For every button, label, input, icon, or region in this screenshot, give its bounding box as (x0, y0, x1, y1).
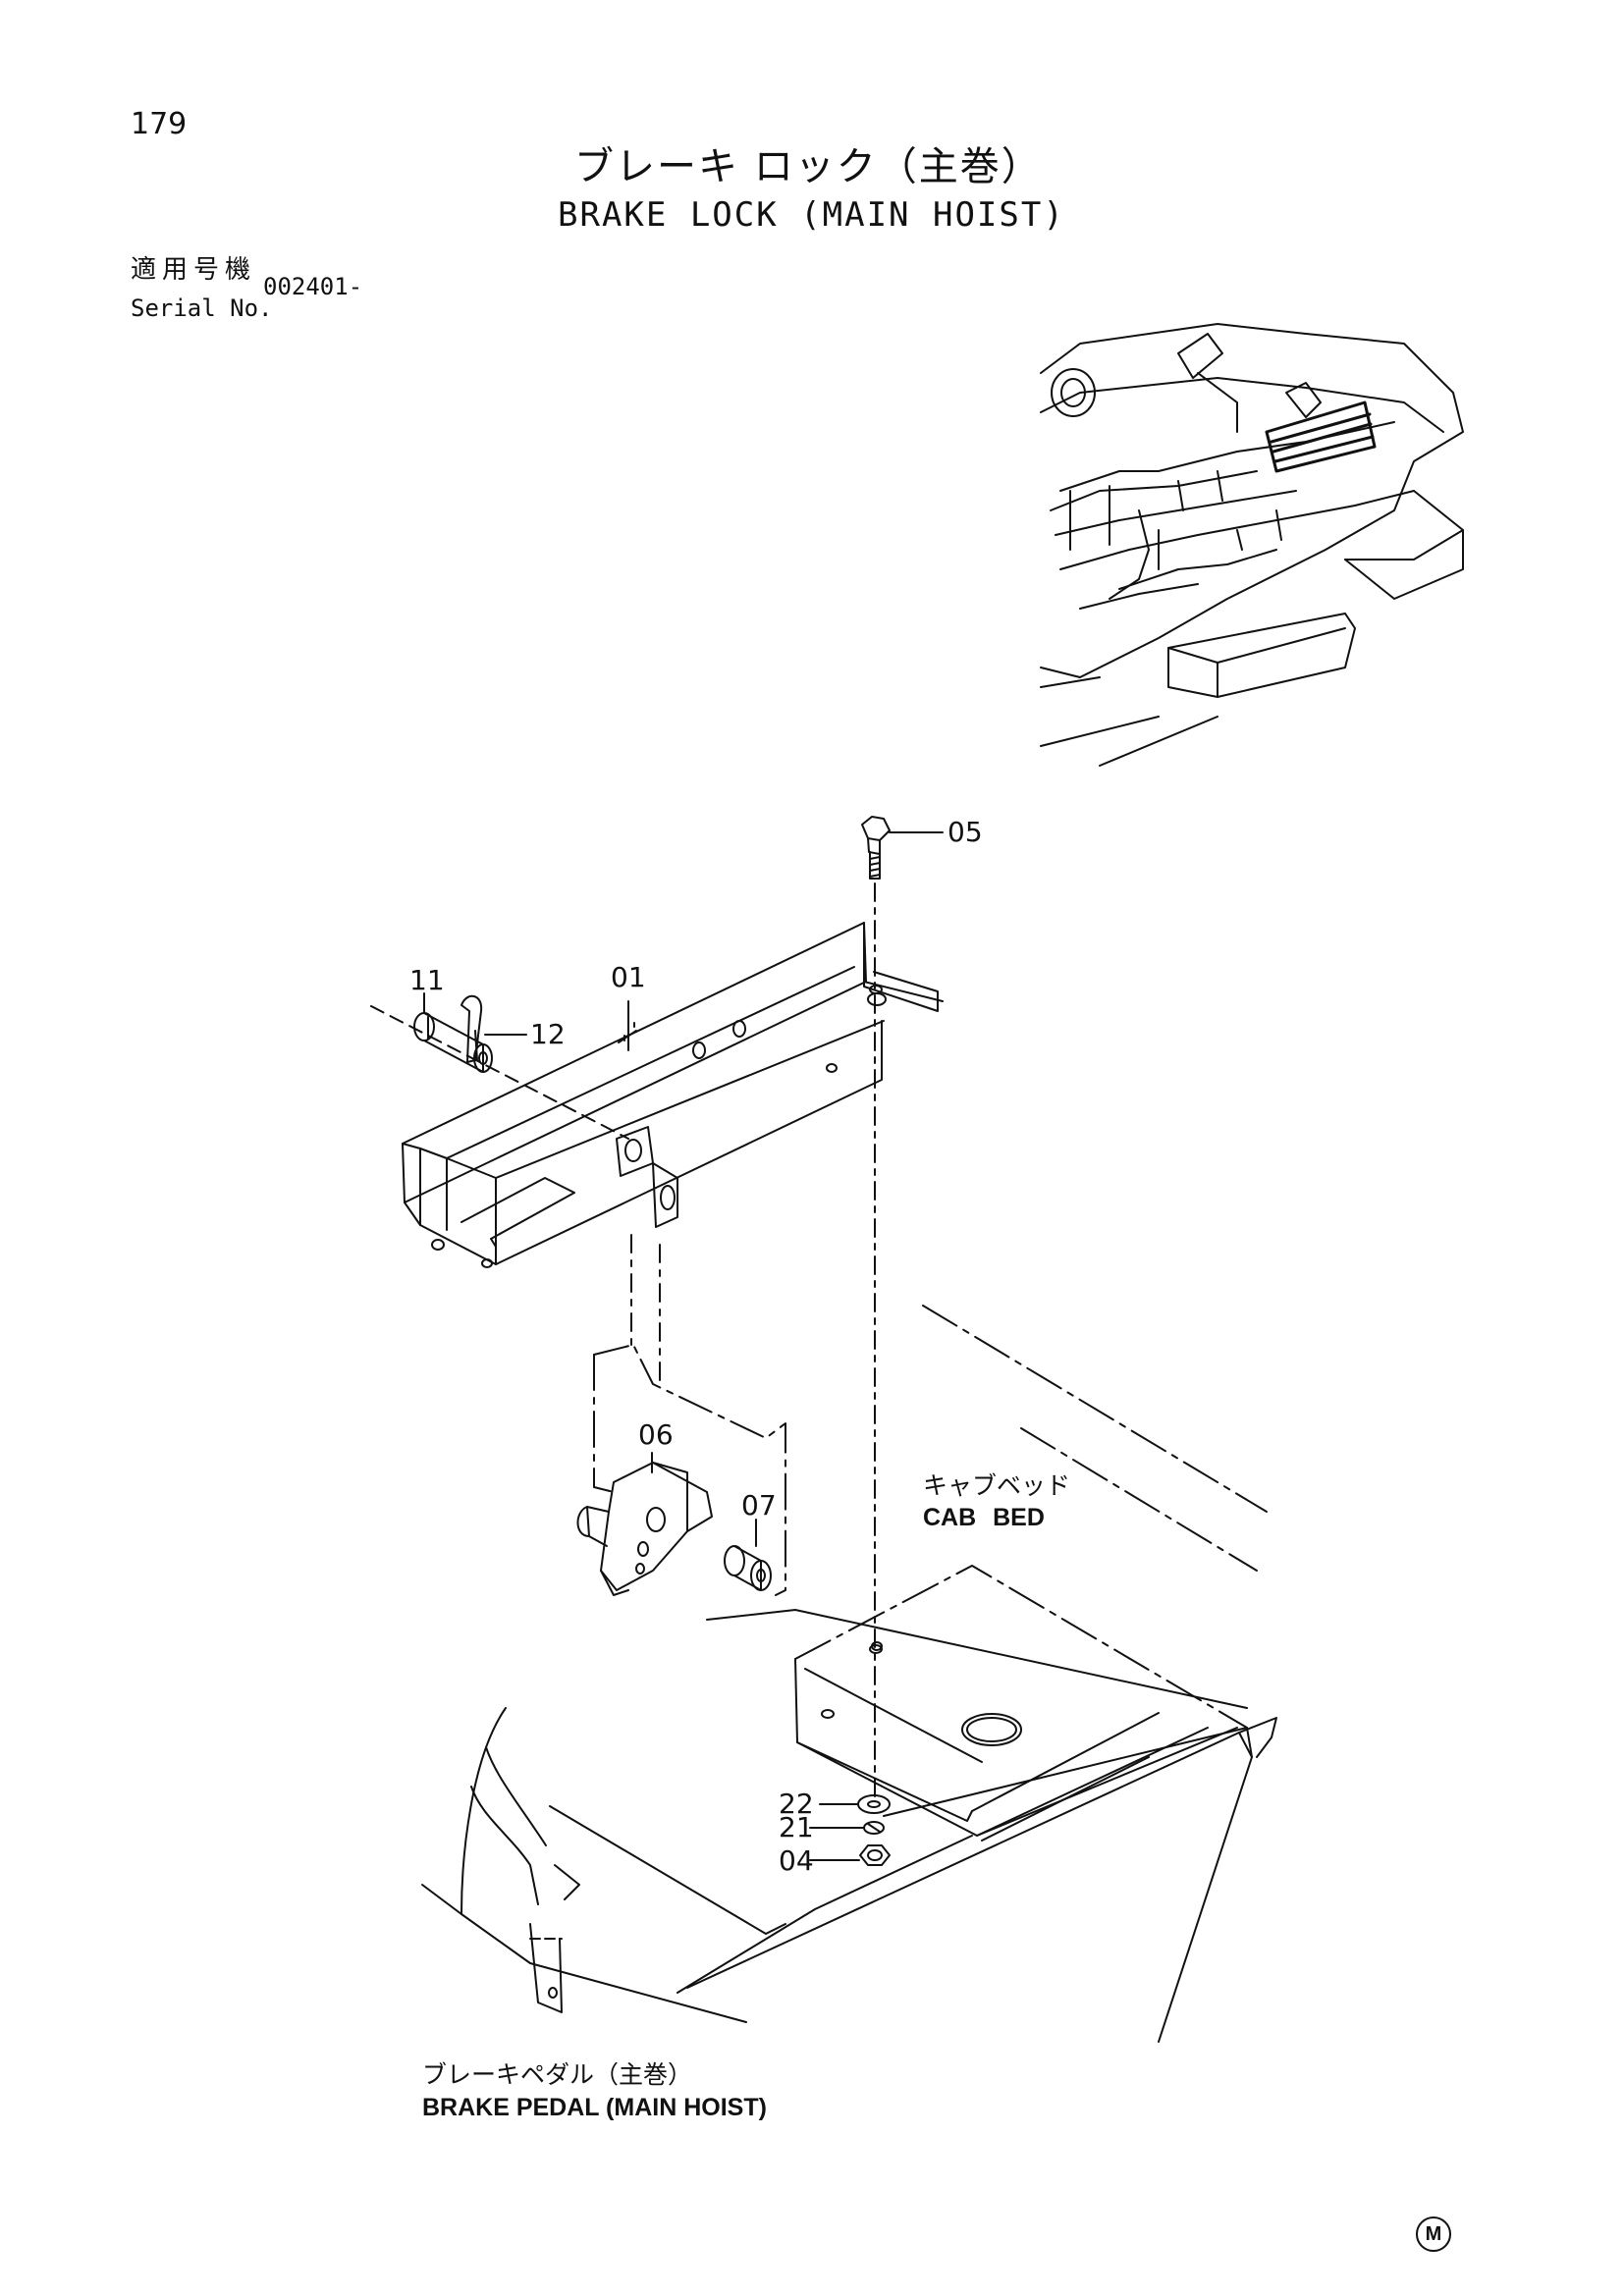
serial-value: 002401- (263, 273, 363, 300)
cab-bed-drawing (421, 1305, 1277, 2043)
pin-part-11 (413, 992, 493, 1073)
nut-part-04 (809, 1844, 891, 1866)
callout-01: 01 (611, 961, 646, 993)
bolt-part-05 (861, 816, 944, 880)
pedal-lock-assembly (576, 1234, 786, 1596)
callout-12: 12 (530, 1018, 566, 1050)
cab-bed-label-japanese: キャブベッド (923, 1472, 1071, 1500)
cab-bed-label-english: CAB BED (923, 1504, 1045, 1531)
cotter-pin-part-12 (460, 995, 527, 1063)
callout-11: 11 (409, 964, 445, 996)
serial-label-japanese: 適用号機 (131, 255, 257, 285)
washer-part-22 (819, 1794, 891, 1814)
page-number: 179 (131, 107, 188, 141)
title-japanese: ブレーキ ロック（主巻） (574, 144, 1043, 189)
callout-21: 21 (779, 1811, 814, 1843)
bed-bolt-hole (869, 1644, 883, 1654)
bracket-part-01 (370, 922, 944, 1268)
brake-pedal-label-japanese: ブレーキペダル（主巻） (422, 2061, 693, 2089)
spring-washer-part-21 (809, 1821, 885, 1835)
inset-overview-drawing (1040, 323, 1464, 767)
callout-04: 04 (779, 1844, 814, 1877)
callout-07: 07 (741, 1489, 777, 1522)
serial-label-english: Serial No. (131, 294, 273, 322)
bolt-hole (869, 985, 883, 994)
callout-05: 05 (947, 816, 983, 848)
m-mark-symbol: M (1416, 2216, 1451, 2252)
callout-06: 06 (638, 1418, 674, 1451)
callout-22: 22 (779, 1788, 814, 1820)
brake-pedal-label-english: BRAKE PEDAL (MAIN HOIST) (422, 2094, 767, 2121)
title-english: BRAKE LOCK (MAIN HOIST) (558, 195, 1065, 235)
